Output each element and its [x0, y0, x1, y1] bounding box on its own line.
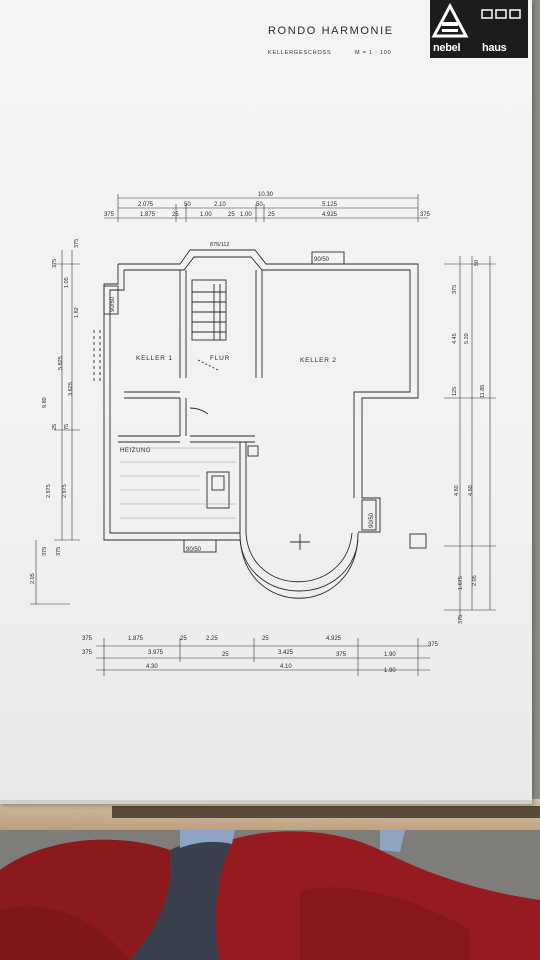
dim-right-1: 375 [452, 285, 458, 294]
dim-top-r1-0: 2.075 [138, 202, 154, 208]
red-fabric [0, 830, 540, 960]
dim-bot-r2-0: 375 [82, 650, 93, 656]
dim-left-4: 5.825 [58, 356, 64, 370]
dim-bot-r2-4: 375 [336, 652, 347, 658]
paper-edge [0, 800, 532, 804]
dim-left-0: 375 [74, 239, 80, 248]
dim-top-total: 10.30 [258, 192, 274, 198]
dim-bot-r1-3: 2.25 [206, 636, 218, 642]
window-label-bottom: 90/50 [186, 547, 202, 553]
dim-right-7: 4.60 [468, 485, 474, 496]
dim-right-6: 4.60 [454, 485, 460, 496]
dim-top-r1-3: 50 [256, 202, 263, 208]
dim-right-2: 4.45 [452, 333, 458, 344]
dim-top-r2-2: 25 [172, 212, 179, 218]
dim-right-5: 11.85 [480, 385, 486, 398]
dim-left-2: 1.05 [64, 277, 70, 288]
dim-right-8: 375 [458, 615, 464, 624]
dim-right-0: 50 [474, 260, 480, 266]
dim-bot-r1-6: 375 [428, 642, 439, 648]
dim-left-3: 1.82 [74, 307, 80, 318]
dim-bot-r1-2: 25 [180, 636, 187, 642]
dim-bot-r2-1: 3.975 [148, 650, 164, 656]
dim-left-13: 2.05 [30, 573, 36, 584]
dim-left-9: 2.975 [46, 484, 52, 498]
dim-right-4: 125 [452, 387, 458, 396]
dim-bot-r1-0: 375 [82, 636, 93, 642]
dim-right-10: 2.05 [472, 575, 478, 586]
drawing-title: RONDO HARMONIE [268, 25, 394, 37]
dim-bot-r1-5: 4.925 [326, 636, 342, 642]
room-label-heizung: HEIZUNG [120, 448, 151, 454]
logo-house-icon [431, 2, 521, 38]
window-label-bay: 875/112 [210, 242, 229, 248]
folder-edge [112, 806, 540, 818]
dim-top-r2-1: 1.875 [140, 212, 156, 218]
dim-left-5: 3.625 [68, 382, 74, 396]
dim-top-r1-4: 5.125 [322, 202, 338, 208]
dim-left-1: 375 [52, 259, 58, 268]
dim-top-r2-4: 25 [228, 212, 235, 218]
logo-word-right: haus [482, 42, 507, 54]
drawing-subtitle: KELLERGESCHOSS [268, 50, 332, 56]
dim-top-r2-7: 4.925 [322, 212, 338, 218]
dim-left-10: 2.975 [62, 484, 68, 498]
room-label-keller2: KELLER 2 [300, 357, 337, 364]
dim-top-r2-0: 375 [104, 212, 115, 218]
room-label-flur: FLUR [210, 355, 230, 362]
room-label-keller1: KELLER 1 [136, 355, 173, 362]
dim-bot-r2-2: 25 [222, 652, 229, 658]
window-label-right: 90/50 [369, 512, 375, 528]
dim-bot-r1-1: 1.875 [128, 636, 144, 642]
dim-left-12: 375 [56, 547, 62, 556]
dim-right-9: 1.675 [458, 576, 464, 590]
nebelhaus-logo: nebel haus [430, 0, 528, 58]
dim-top-r2-8: 375 [420, 212, 431, 218]
drawing-scale: M = 1 : 100 [355, 50, 392, 56]
window-label-top: 90/50 [314, 257, 330, 263]
dim-bot-r3-1: 4.10 [280, 664, 292, 670]
dim-right-3: 5.20 [464, 333, 470, 344]
dim-top-r2-6: 25 [268, 212, 275, 218]
dim-top-r2-5: 1.00 [240, 212, 252, 218]
dim-bot-r3-0: 4.30 [146, 664, 158, 670]
dim-top-r1-1: 50 [184, 202, 191, 208]
dim-top-r2-3: 1.00 [200, 212, 212, 218]
dim-bot-r2-5: 1.90 [384, 652, 396, 658]
dim-bot-r2-3: 3.425 [278, 650, 294, 656]
dim-left-11: 375 [42, 547, 48, 556]
dim-left-8: 75 [64, 424, 70, 430]
dim-left-7: 25 [52, 424, 58, 430]
dim-left-6: 9.80 [42, 397, 48, 408]
dim-bot-r1-4: 25 [262, 636, 269, 642]
dim-bot-r3-2: 1.90 [384, 668, 396, 674]
floor-plan: KELLER 1 FLUR KELLER 2 HEIZUNG 90/50 90/… [30, 192, 496, 676]
logo-word-left: nebel [433, 42, 461, 54]
window-label-left: 90/50 [110, 296, 116, 312]
dim-top-r1-2: 2.10 [214, 202, 226, 208]
